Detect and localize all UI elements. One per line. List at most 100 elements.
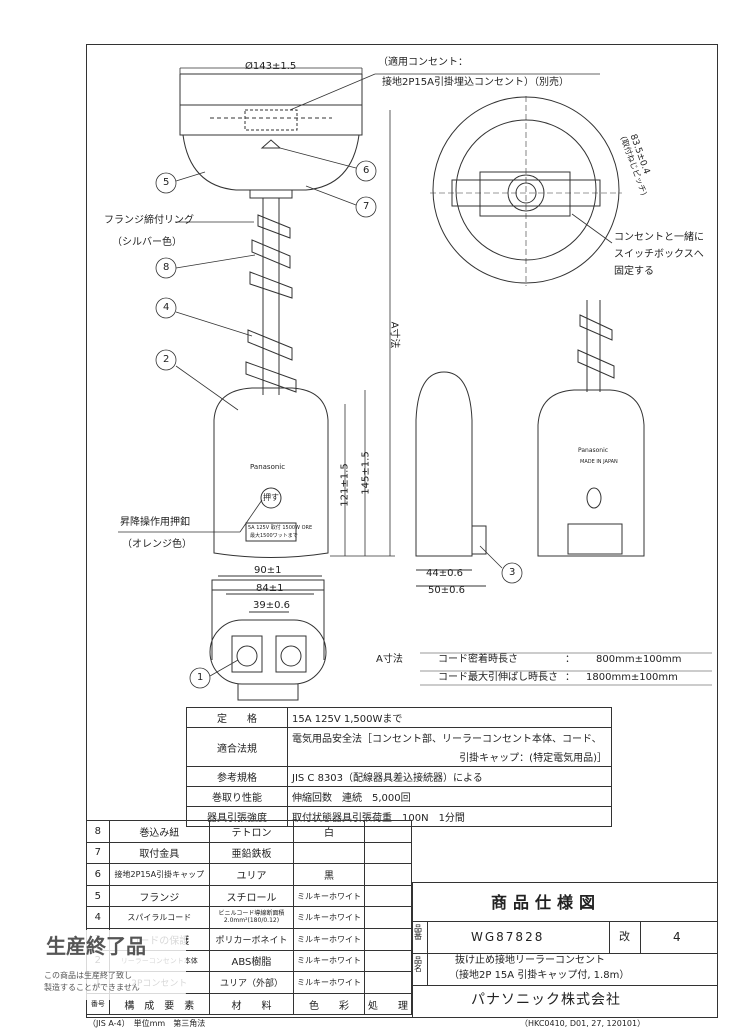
spec-row: 定 格 15A 125V 1,500Wまで [186,707,612,728]
reeler-body-front [213,387,329,558]
part-color [292,841,366,865]
w50-dim: 50±0.6 [428,585,466,596]
part-no: 4 [86,906,110,929]
fix-note-2: スイッチボックスへ [614,249,704,260]
hinmei-label: 品名 [414,956,422,973]
part-finish [364,841,412,865]
body-label-1: 5A 125V 取付 1500W ORE [248,525,313,531]
part-finish [364,884,412,908]
top-view [430,96,622,286]
part-material: ユリア [208,863,294,886]
balloon-1: 1 [197,672,204,683]
part-name: フランジ [108,884,210,908]
callout-balloons [118,73,613,689]
outlet-bottom-view [209,575,327,701]
balloon-2: 2 [163,354,170,365]
part-color: ミルキーホワイト [292,949,366,973]
part-color: ミルキーホワイト [292,971,366,994]
stamp-text-1: この商品は生産終了致し [44,971,132,980]
part-finish [364,863,412,886]
a-dim-vertical: A寸法 [388,321,400,349]
w84-dim: 84±1 [256,583,284,594]
spec-row: 巻取り性能 伸縮回数 連続 5,000回 [186,786,612,807]
title: 商品仕様図 [491,893,602,912]
fix-note-1: コンセントと一緒に [614,232,704,243]
rev-value: 4 [673,930,681,944]
balloon-4: 4 [163,302,170,313]
part-no: 7 [86,841,110,865]
h121-dim: 121±1.5 [339,463,351,507]
discontinued-stamp: 生産終了品 この商品は生産終了致し 製造することができません [36,930,186,1000]
spec-key: 適合法規 [186,727,288,767]
flange-ring-color: （シルバー色） [112,237,182,248]
header-color: 色 彩 [292,992,366,1016]
header-material: 材 料 [208,992,294,1016]
part-color: ミルキーホワイト [292,884,366,908]
footer-right: （HKC0410, D01, 27, 120101） [520,1019,646,1028]
part-finish [364,927,412,951]
a-dim-row2-colon: ： [565,672,575,683]
spec-value-line2: 引掛キャップ：(特定電気用品)］ [459,753,607,764]
spiral-cord [245,198,297,395]
part-finish [364,820,412,843]
body-brand: Panasonic [250,463,286,471]
balloon-5: 5 [163,177,170,188]
part-name: スパイラルコード [108,906,210,929]
a-dim-row2-name: コード最大引伸ばし時長さ [438,672,558,683]
part-no: 5 [86,884,110,908]
flange-ring-label: フランジ締付リング [104,215,194,226]
a-dim-row2-value: 1800mm±100mm [586,672,678,683]
stamp-text-2: 製造することができません [44,983,140,992]
part-material: ポリカーボネイト [208,927,294,951]
spec-row: 適合法規 電気用品安全法［コンセント部、リーラーコンセント本体、コード、 引掛キ… [186,727,612,767]
parts-header-row: 番号構 成 要 素材 料色 彩処 理 [86,992,412,1016]
part-no: 6 [86,863,110,886]
spec-row: 参考規格 JIS C 8303（配線器具差込接続器）による [186,766,612,787]
back-brand: Panasonic [578,447,609,454]
spec-value: JIS C 8303（配線器具差込接続器）による [287,766,612,787]
hinban-label: 品番 [414,924,422,941]
part-color: 白 [292,820,366,843]
back-view [537,300,645,557]
balloon-7: 7 [363,201,370,212]
outlet-note-2: 接地2P15A引掛埋込コンセント）（別売） [382,77,569,88]
part-finish [364,971,412,994]
part-color: 黒 [292,863,366,886]
side-view [415,371,487,587]
spec-value: 伸縮回数 連続 5,000回 [287,786,612,807]
part-material: ビニルコード導線断面積 2.0mm²(180/0.12) [208,906,294,929]
hinban: WG87828 [471,930,545,944]
product-name-1: 抜け止め接地リーラーコンセント [455,955,605,966]
w90-dim: 90±1 [254,565,282,576]
company: パナソニック株式会社 [471,992,621,1008]
balloon-3: 3 [509,567,516,578]
diameter-dim: Ø143±1.5 [245,61,297,72]
product-name-2: （接地2P 15A 引掛キャップ付, 1.8m） [449,970,630,981]
balloon-6: 6 [363,165,370,176]
spec-table: 定 格 15A 125V 1,500Wまで 適合法規 電気用品安全法［コンセント… [186,707,612,827]
spec-value: 電気用品安全法［コンセント部、リーラーコンセント本体、コード、 引掛キャップ：(… [287,727,612,767]
balloon-8: 8 [163,262,170,273]
title-block: 商品仕様図 品番 WG87828 改 4 品名 抜け止め接地リーラーコンセント … [412,882,717,1017]
part-no: 8 [86,820,110,843]
part-finish [364,906,412,929]
part-material: ユリア（外部） [208,971,294,994]
back-made-in: MADE IN JAPAN [580,459,618,465]
header-finish: 処 理 [364,992,412,1016]
part-material: ABS樹脂 [208,949,294,973]
part-color: ミルキーホワイト [292,927,366,951]
stamp-title: 生産終了品 [46,934,146,958]
spec-key: 巻取り性能 [186,786,288,807]
part-name: 取付金具 [108,841,210,865]
a-dim-row1-colon: ： [565,654,575,665]
spec-key: 定 格 [186,707,288,728]
outlet-note-1: （適用コンセント： [378,57,468,68]
part-color: ミルキーホワイト [292,906,366,929]
drawing-frame [86,44,718,1018]
